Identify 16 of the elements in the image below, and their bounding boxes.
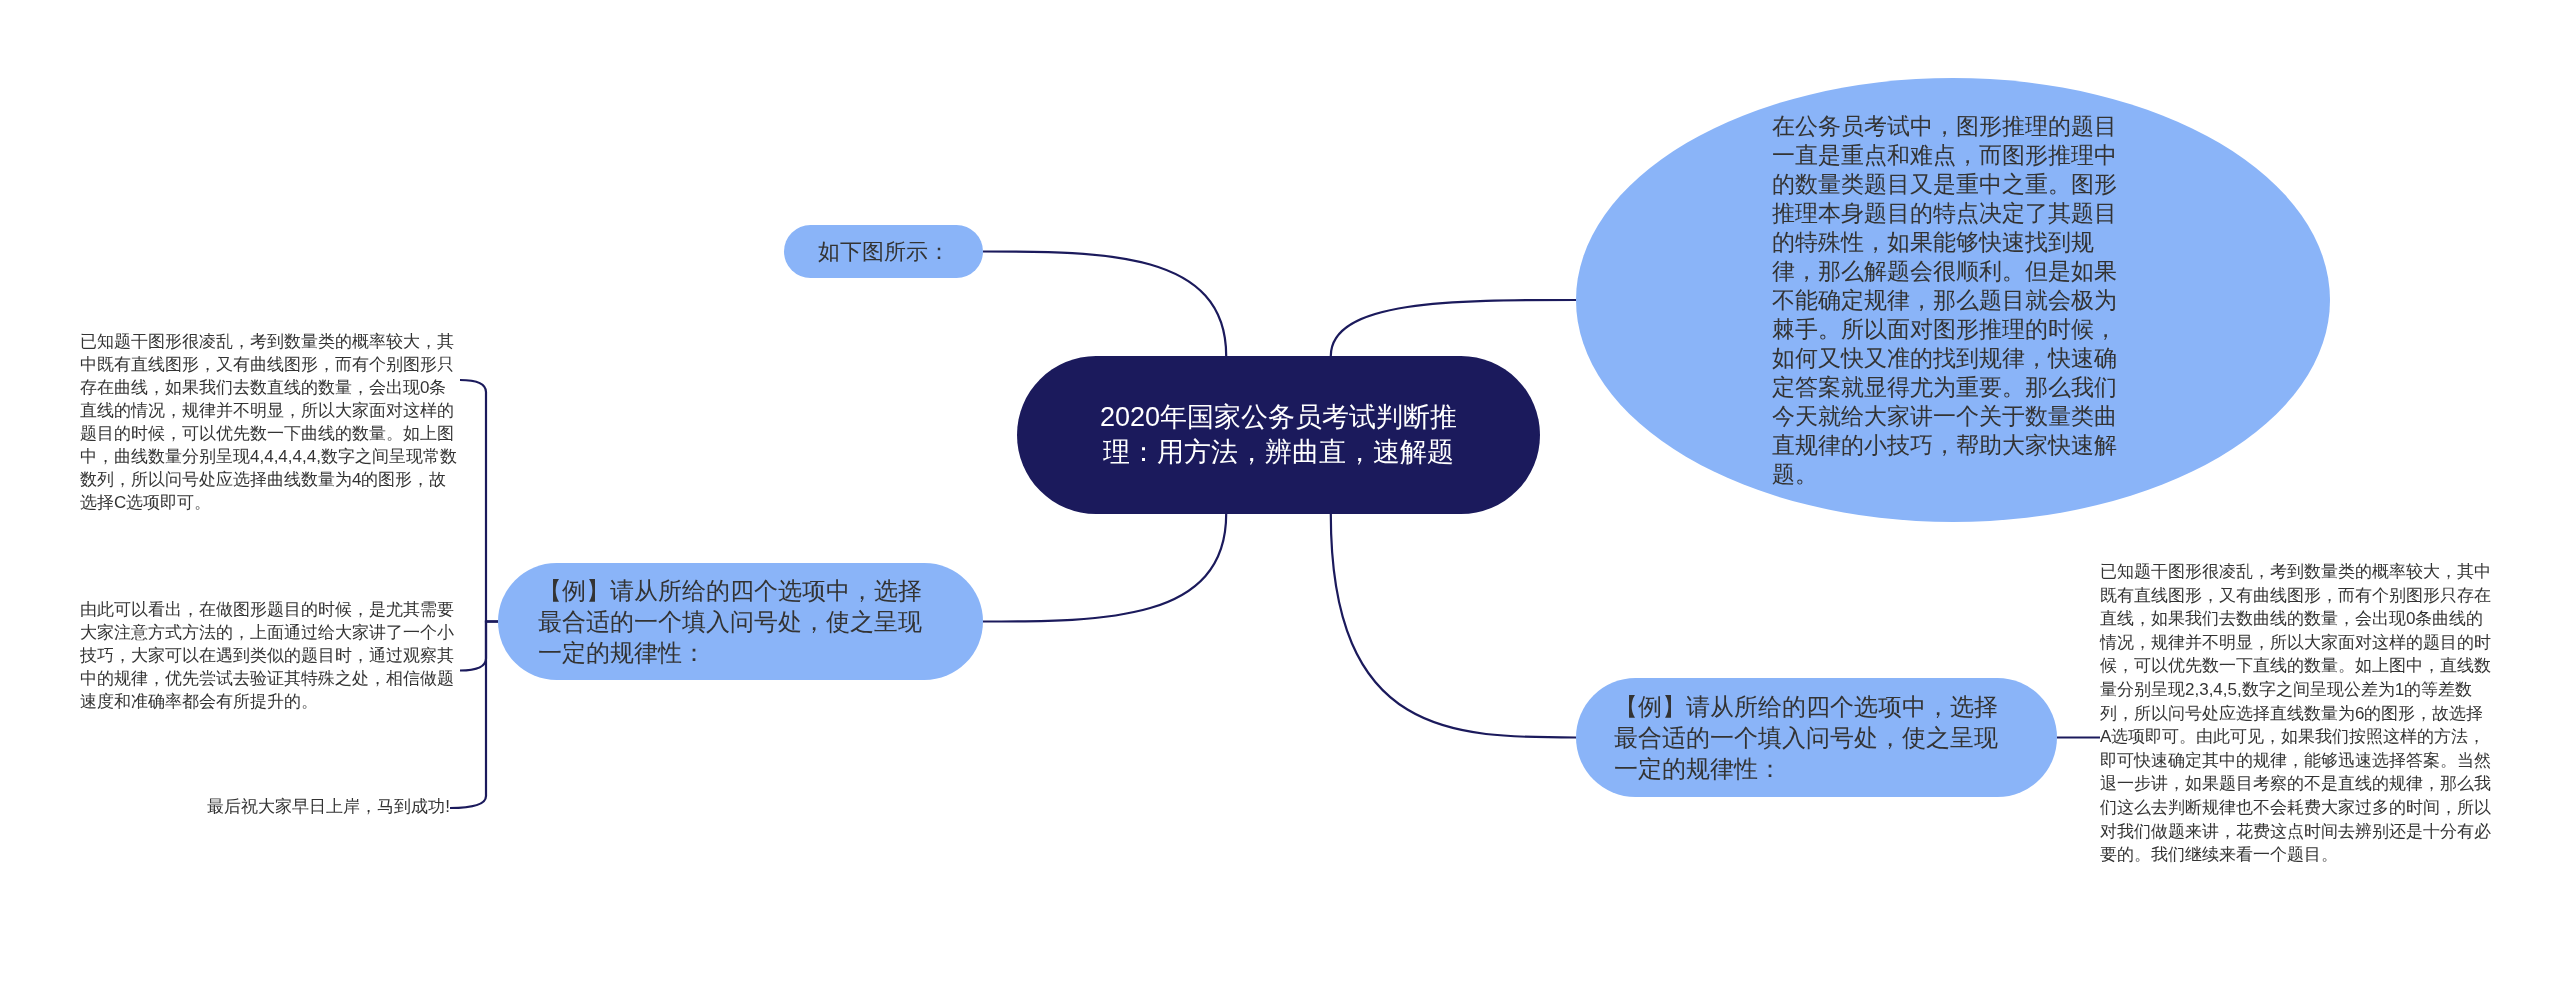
note-text: 已知题干图形很凌乱，考到数量类的概率较大，其中既有直线图形，又有曲线图形，而有个别图形只存在曲线，如果我们去数直线的数量，会出现0条直线的情况，规律并不明显，所以大家面对这样的题目的时候，可以优先数一下曲线的数量。如上图中，曲线数量分别呈现4,4,4,4,4,数字之间呈现常数数列，所以问号处应选择曲线数量为4的图形，故选择C选项即可。 [80,330,460,514]
subtopic-pill [784,225,983,278]
topic-title: 2020年国家公务员考试判断推理：用方法，辨曲直，速解题 [1098,401,1459,469]
subtopic-text: 【例】请从所给的四个选项中，选择最合适的一个填入问号处，使之呈现一定的规律性： [1614,692,1999,784]
connector-line [983,250,1228,357]
note-text: 由此可以看出，在做图形题目的时候，是尤其需要大家注意方式方法的，上面通过给大家讲了一个小技巧，大家可以在遇到类似的题目时，通过观察其中的规律，优先尝试去验证其特殊之处，相信做题速度和准确率都会有所提升的。 [80,598,460,713]
connector-line [1329,298,1576,357]
note-text: 最后祝大家早日上岸，马到成功! [140,795,450,818]
note-text: 已知题干图形很凌乱，考到数量类的概率较大，其中既有直线图形，又有曲线图形，而有个别图形只存在直线，如果我们去数曲线的数量，会出现0条曲线的情况，规律并不明显，所以大家面对这样的题目的时候，可以优先数一下直线的数量。如上图中，直线数量分别呈现2,3,4,5,数字之间呈现公差为1的等差数列，所以问号处应选择直线数量为6的图形，故选择A选项即可。由此可见，如果我们按照这样的方法，即可快速确定其中的规律，能够迅速选择答案。当然退一步讲，如果题目考察的不是直线的规律，那么我们这么去判断规律也不会耗费大家过多的时间，所以对我们做题来讲，花费这点时间去辨别还是十分有必要的。我们继续来看一个题目。 [2100,560,2492,867]
subtopic-text: 【例】请从所给的四个选项中，选择最合适的一个填入问号处，使之呈现一定的规律性： [538,576,923,668]
connector-line [1329,513,1576,739]
subtopic-text: 如下图所示： [817,238,950,266]
connector-line [2057,736,2100,739]
connector-line [983,513,1228,623]
connector-line [450,620,498,810]
subtopic-text: 在公务员考试中，图形推理的题目一直是重点和难点，而图形推理中的数量类题目又是重中之重。图形推理本身题目的特点决定了其题目的特殊性，如果能够快速找到规律，那么解题会很顺利。但是如果不能确定规律，那么题目就会极为棘手。所以面对图形推理的时候，如何又快又准的找到规律，快速确定答案就显得尤为重要。那么我们今天就给大家讲一个关于数量类曲直规律的小技巧，帮助大家快速解题。 [1772,111,2118,489]
